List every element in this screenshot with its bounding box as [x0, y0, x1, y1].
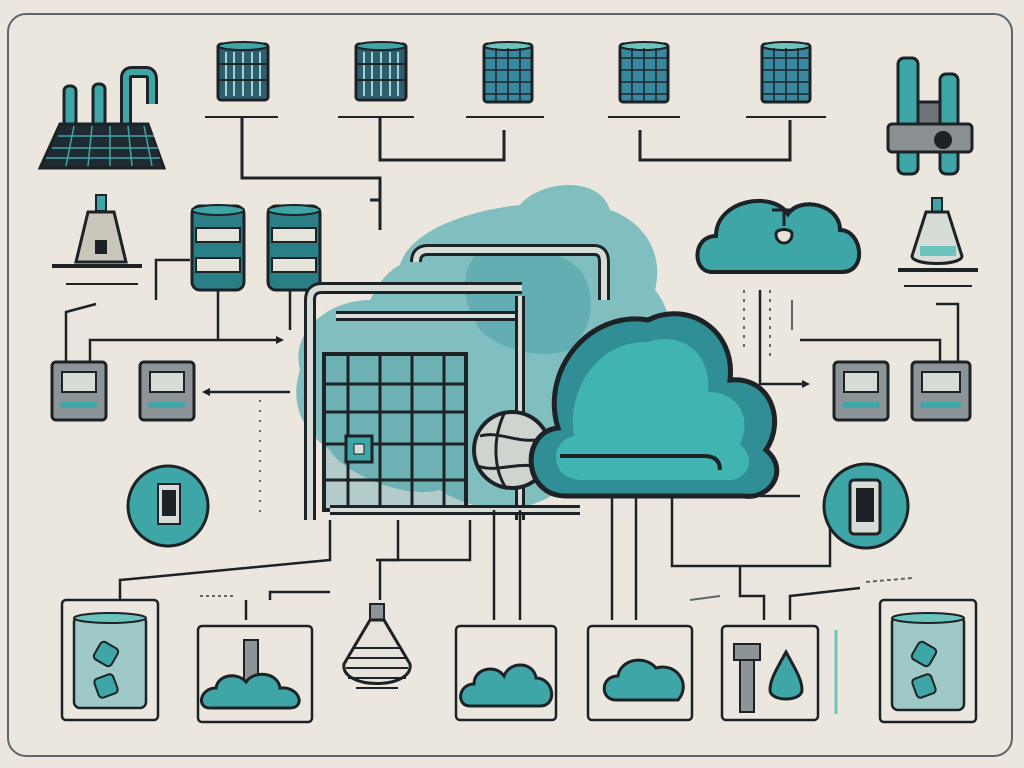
storage-barrel-icon-2	[266, 204, 322, 292]
cloud-cluster-panel	[454, 624, 558, 722]
water-tank-panel-right	[878, 598, 978, 724]
device-badge-icon	[126, 464, 210, 548]
database-server-icon-3	[482, 41, 534, 104]
storage-barrel-icon-1	[190, 204, 246, 292]
database-server-icon-5	[760, 41, 812, 104]
control-meter-icon-2	[138, 360, 196, 422]
decorative-marks	[200, 290, 913, 601]
water-tank-panel-left	[60, 598, 160, 722]
cloud-icon-small	[695, 199, 861, 274]
factory-solar-panel-icon	[37, 66, 167, 170]
database-server-icon-4	[618, 41, 670, 104]
lab-flask-icon-left	[52, 194, 142, 285]
arrow-heads	[202, 336, 810, 396]
database-server-icon-2	[354, 41, 408, 102]
outer-frame	[7, 13, 1013, 757]
side-connector-lines	[64, 258, 960, 394]
cloud-icon	[528, 311, 780, 499]
control-meter-icon-4	[910, 360, 972, 422]
lab-flask-icon-right	[898, 197, 978, 287]
pipe-valve-icon	[886, 56, 974, 176]
phone-device-icon	[822, 462, 910, 550]
database-server-icon-1	[216, 41, 270, 102]
center-connector-lines	[118, 494, 861, 620]
top-connector-lines	[240, 117, 792, 230]
faucet-water-drop-panel	[720, 624, 838, 722]
control-meter-icon-3	[832, 360, 890, 422]
cloud-panel	[586, 624, 694, 722]
factory-cloud-panel	[196, 624, 314, 724]
lightbulb-icon	[342, 603, 412, 689]
control-meter-icon-1	[50, 360, 108, 422]
pipe-grid-building-icon	[304, 244, 610, 520]
